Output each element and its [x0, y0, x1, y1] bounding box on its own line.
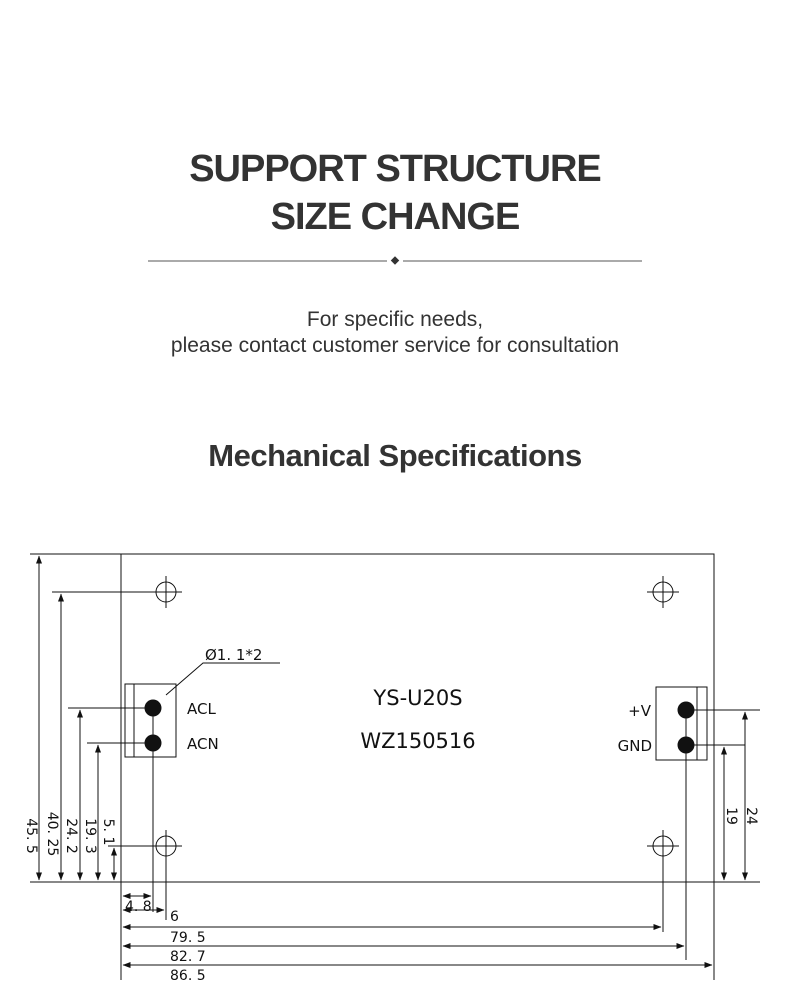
terminal-gnd	[677, 736, 695, 754]
hole-note: Ø1. 1*2	[205, 646, 262, 664]
mounting-hole-top-right	[647, 576, 679, 608]
label-plus-v: +V	[628, 702, 652, 720]
subtitle-line-2: please contact customer service for cons…	[170, 334, 620, 357]
terminal-acl	[144, 699, 162, 717]
subtitle-line-1: For specific needs,	[306, 308, 484, 331]
input-terminal-block	[124, 683, 177, 758]
terminal-plus-v	[677, 701, 695, 719]
title-line-1: SUPPORT STRUCTURE	[189, 148, 602, 190]
dim-label-45-5: 45. 5	[23, 818, 39, 854]
label-acl: ACL	[187, 700, 216, 718]
dim-label-86-5: 86. 5	[170, 968, 206, 984]
hole-note-leader	[165, 662, 280, 696]
dim-label-4-8: 4. 8	[125, 899, 152, 915]
dim-label-79-5: 79. 5	[170, 930, 206, 946]
label-acn: ACN	[187, 735, 219, 753]
section-title: Mechanical Specifications	[208, 438, 582, 473]
terminal-acn	[144, 734, 162, 752]
label-gnd: GND	[618, 737, 652, 755]
dim-label-19-3: 19. 3	[82, 818, 98, 854]
dim-label-24-2: 24. 2	[63, 818, 79, 854]
dim-label-right-19: 19	[723, 807, 739, 825]
mounting-hole-top-left	[150, 576, 182, 608]
output-terminal-block	[655, 686, 708, 761]
dim-label-right-24: 24	[743, 807, 759, 825]
dim-label-6: 6	[170, 909, 179, 925]
model-code: WZ150516	[360, 729, 475, 753]
model-name: YS-U20S	[372, 686, 462, 710]
board-outline	[120, 553, 715, 883]
dim-label-82-7: 82. 7	[170, 949, 206, 965]
dim-label-40-25: 40. 25	[44, 812, 60, 857]
title-line-2: SIZE CHANGE	[270, 196, 521, 238]
dim-label-5-1: 5. 1	[100, 819, 116, 846]
